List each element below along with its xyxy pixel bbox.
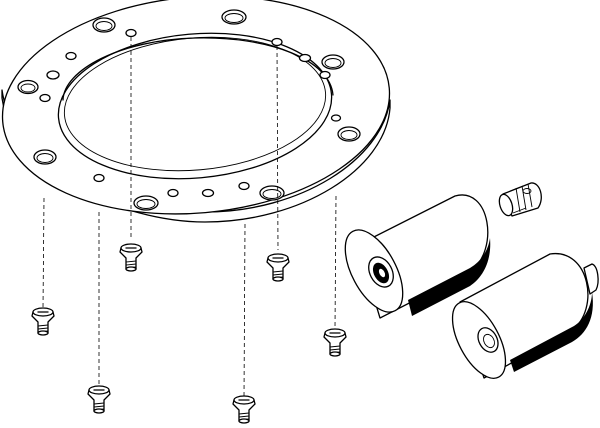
- hole-large: [337, 126, 361, 142]
- flange-large-holes: [17, 9, 361, 211]
- hole-small: [330, 114, 342, 122]
- hole-large: [17, 79, 39, 95]
- screw: [119, 243, 143, 272]
- hole-small: [319, 70, 331, 80]
- hole-large: [92, 17, 116, 33]
- threaded-spacer-1: [344, 194, 491, 319]
- screw: [87, 385, 111, 414]
- hole-small: [167, 188, 179, 198]
- hole-large: [259, 185, 285, 201]
- threaded-spacer-2: [451, 253, 599, 379]
- hole-small: [298, 53, 312, 63]
- screw: [323, 328, 347, 357]
- hole-small: [201, 188, 215, 198]
- hole-small: [125, 28, 137, 38]
- mounting-flange: [1, 0, 391, 223]
- hole-small: [65, 51, 77, 61]
- screws: [31, 243, 347, 424]
- screw: [266, 253, 290, 282]
- screw: [232, 395, 256, 424]
- flange-small-holes: [39, 28, 342, 198]
- hole-large: [33, 149, 57, 165]
- hole-small: [46, 70, 60, 80]
- hole-large: [133, 195, 159, 211]
- hole-large: [321, 54, 345, 70]
- hole-small: [271, 37, 283, 47]
- hole-large: [221, 9, 247, 25]
- hole-small: [39, 93, 51, 103]
- hole-small: [238, 181, 250, 191]
- assembly-guide-lines: [42, 37, 337, 398]
- set-screw: [498, 182, 542, 217]
- screw: [31, 307, 55, 336]
- hole-small: [93, 173, 105, 183]
